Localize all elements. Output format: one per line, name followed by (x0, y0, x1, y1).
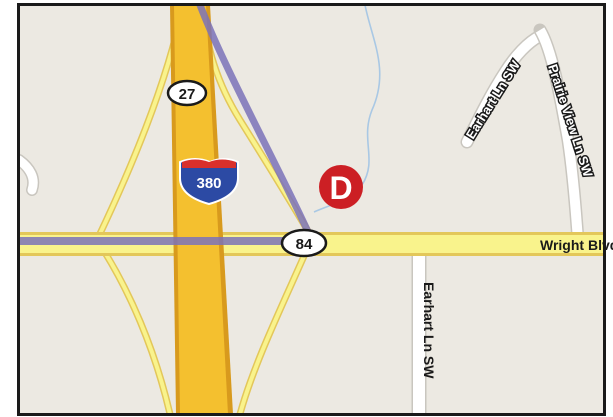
marker-label: D (329, 170, 352, 206)
svg-text:380: 380 (196, 175, 221, 192)
interchange-ramps (92, 5, 316, 414)
destination-marker[interactable]: D (319, 165, 363, 209)
map-border (17, 3, 606, 416)
street-label-wright: Wright Blvd SW (540, 237, 613, 253)
svg-text:84: 84 (296, 236, 313, 253)
svg-text:27: 27 (179, 86, 196, 103)
interstate-380-shield: 380 (179, 158, 239, 206)
route-line (19, 5, 316, 245)
route-84-shield: 84 (280, 228, 328, 258)
street-label-earhart-vertical: Earhart Ln SW (421, 282, 437, 379)
route-27-shield: 27 (166, 79, 208, 107)
